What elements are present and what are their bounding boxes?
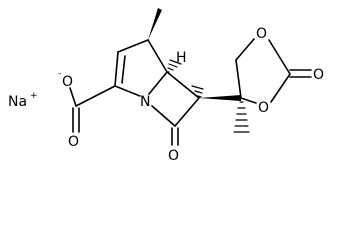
bond-c1-c2-inner (121, 55, 126, 84)
hash-cq-methyl (233, 101, 250, 133)
chemical-structure: N H O O - O O O O Na + (8, 8, 324, 164)
bond-c7-n (151, 105, 176, 127)
atom-label-dioxolane-o-bottom: O (258, 100, 269, 116)
atom-labels: N H O O - O O O O (58, 26, 324, 164)
atom-label-carboxylate-o: O (62, 74, 73, 90)
bond-ch2-o (235, 38, 255, 61)
stereo-bonds (148, 8, 250, 133)
bond-c1-cooc (75, 85, 116, 107)
atom-label-carbonate-o: O (313, 67, 324, 83)
bond-c1-c2 (114, 51, 119, 87)
atom-label-lactam-o: O (168, 148, 179, 164)
atom-label-dioxolane-o-top: O (256, 26, 267, 42)
bond-n-c1 (114, 85, 141, 97)
counter-ion-charge: + (30, 91, 38, 101)
atom-label-stereo-h: H (176, 50, 187, 66)
bond-cooc-o-minus (69, 87, 77, 107)
atom-charge-carboxylate: - (58, 69, 61, 79)
bond-c3-c3a (147, 39, 168, 73)
atom-label-carboxyl-o-double: O (68, 134, 79, 150)
bond-o-ccarbonate (268, 39, 291, 75)
atom-label-ring-n: N (140, 94, 150, 110)
bond-ccarbonate-o (270, 73, 291, 103)
bond-cq-ch2 (235, 59, 242, 99)
hash-c3a-h (166, 59, 182, 73)
wedge-c6-cq (199, 95, 241, 101)
bond-c2-c3 (117, 39, 149, 53)
wedge-c3-methyl (148, 8, 162, 40)
bond-o-cq (240, 97, 257, 104)
counter-ion-label: Na (8, 94, 27, 110)
counter-ion: Na + (8, 91, 38, 110)
bond-c3a-c6 (166, 71, 200, 99)
bond-c6-c7 (174, 97, 200, 127)
hash-c6-h (191, 85, 204, 98)
bond-c3a-n (148, 71, 168, 95)
bonds (69, 38, 312, 146)
